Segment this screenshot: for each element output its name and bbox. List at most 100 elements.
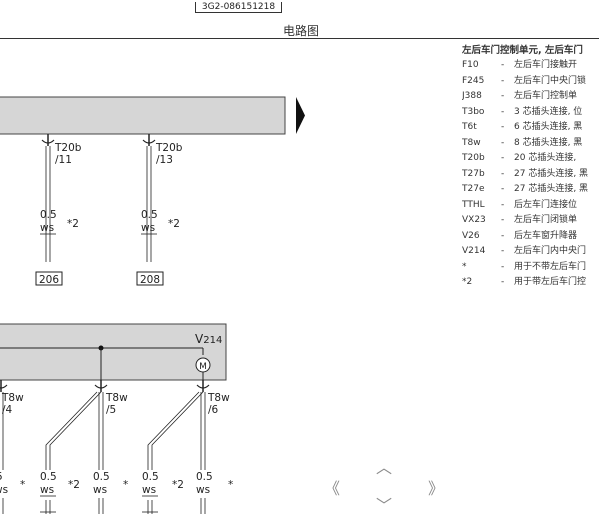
legend-code: T27b — [462, 168, 485, 179]
legend-code: T20b — [462, 153, 485, 163]
top-wire-1-size: 0.5 — [40, 209, 57, 221]
legend-separator: - — [501, 137, 505, 148]
legend-separator: - — [501, 106, 505, 117]
legend-description: 27 芯插头连接, 黑 — [514, 184, 589, 194]
legend-row: TTHL-后左车门连接位 — [462, 198, 599, 214]
legend-description: 后左车窗升降器 — [514, 230, 578, 241]
legend-description: 3 芯插头连接, 位 — [514, 106, 583, 117]
bottom-connector-3-pin: /6 — [208, 404, 219, 416]
ref-box-206[interactable] — [35, 271, 63, 286]
bottom-wire-4-color: ws — [142, 484, 156, 496]
legend-code: T27e — [462, 184, 485, 194]
legend-code: V214 — [462, 246, 486, 256]
legend-description: 6 芯插头连接, 黑 — [514, 122, 583, 132]
top-wire-2-size: 0.5 — [141, 209, 158, 221]
top-connector-1: T20b /11 0.5 ws *2 206 — [35, 134, 82, 286]
legend-row: T6t-6 芯插头连接, 黑 — [462, 120, 599, 136]
legend-row: F10-左后车门接触开 — [462, 58, 599, 74]
bottom-wire-3-note: * — [123, 479, 128, 491]
legend-row: * -用于不带左后车门 — [462, 260, 599, 276]
legend-code: T6t — [462, 122, 477, 132]
bottom-wire-2-size: 0.5 — [40, 471, 57, 483]
nav-down-icon[interactable]: ﹀ — [375, 496, 392, 515]
legend-row: T27e -27 芯插头连接, 黑 — [462, 182, 599, 198]
top-connector-1-name: T20b — [54, 142, 82, 154]
top-wire-2-note: *2 — [168, 218, 180, 230]
legend-code: VX23 — [462, 215, 486, 225]
legend-description: 27 芯插头连接, 黑 — [514, 168, 589, 179]
door-lock-unit-box — [0, 323, 227, 381]
bottom-connector-1: T8w /4 — [0, 380, 24, 470]
legend-separator: - — [501, 184, 505, 194]
legend-code: F10 — [462, 60, 479, 70]
ref-box-208[interactable] — [136, 271, 164, 286]
legend-description: 用于不带左后车门 — [514, 261, 587, 272]
legend-separator: - — [501, 277, 505, 287]
top-wire-2-color: ws — [141, 222, 155, 234]
document-id: 3G2-086151218 — [195, 2, 282, 13]
diagram-title: 电路图 — [283, 24, 320, 38]
legend-row: *2 -用于带左后车门控 — [462, 275, 599, 291]
legend-separator: - — [501, 261, 505, 272]
legend-code: *2 — [462, 277, 473, 287]
legend-description: 左后车门中央门锁 — [514, 75, 587, 86]
legend-row: T3bo -3 芯插头连接, 位 — [462, 105, 599, 121]
legend-separator: - — [501, 75, 505, 86]
legend-row: T27b-27 芯插头连接, 黑 — [462, 167, 599, 183]
bottom-wire-4-size: 0.5 — [142, 471, 159, 483]
nav-left-icon[interactable]: 《 — [323, 479, 340, 498]
legend-description: 左后车门内中央门 — [514, 246, 587, 256]
nav-right-icon[interactable]: 》 — [427, 479, 444, 498]
bottom-connector-2-name: T8w — [105, 392, 128, 404]
legend-row: V214 -左后车门内中央门 — [462, 244, 599, 260]
legend-code: * — [462, 261, 467, 272]
legend-description: 左后车门闭锁单 — [514, 215, 578, 225]
legend-description: 8 芯插头连接, 黑 — [514, 137, 583, 148]
top-wire-1-note: *2 — [67, 218, 79, 230]
bottom-connector-3-name: T8w — [207, 392, 230, 404]
legend-description: 20 芯插头连接, — [514, 153, 577, 163]
bottom-wire-3-color: ws — [93, 484, 107, 496]
legend-row: V26 -后左车窗升降器 — [462, 229, 599, 245]
legend-description: 左后车门控制单 — [514, 91, 578, 101]
bottom-connector-3: T8w /6 — [147, 380, 230, 470]
bottom-wire-1-color: ws — [0, 484, 8, 496]
legend-description: 用于带左后车门控 — [514, 277, 587, 287]
top-wire-1-color: ws — [40, 222, 54, 234]
legend-separator: - — [501, 199, 505, 210]
legend-row: F245 -左后车门中央门锁 — [462, 74, 599, 90]
bottom-connector-2: T8w /5 — [45, 380, 128, 470]
legend-code: F245 — [462, 75, 485, 86]
legend-row: T8w -8 芯插头连接, 黑 — [462, 136, 599, 152]
top-connector-1-pin: /11 — [55, 154, 72, 166]
legend-separator: - — [501, 246, 505, 256]
circuit-diagram: T20b /11 0.5 ws *2 206 T20b /13 0.5 ws *… — [0, 96, 305, 514]
legend-description: 后左车门连接位 — [514, 199, 578, 210]
bottom-wire-5-size: 0.5 — [196, 471, 213, 483]
bottom-wire-1-size: 5 — [0, 471, 3, 483]
bottom-wire-2-note: *2 — [68, 479, 80, 491]
nav-up-icon[interactable]: ︿ — [375, 458, 392, 477]
ref-box-208-label: 208 — [140, 274, 160, 286]
legend-title: 左后车门控制单元, 左后车门 — [462, 45, 583, 56]
legend-code: V26 — [462, 230, 480, 241]
legend-code: T3bo — [462, 106, 485, 117]
bottom-wire-stubs — [2, 498, 206, 514]
legend-separator: - — [501, 60, 505, 70]
top-connector-2: T20b /13 0.5 ws *2 208 — [136, 134, 183, 286]
bottom-wire-5-note: * — [228, 479, 233, 491]
motor-symbol: M — [199, 362, 207, 372]
legend-row: VX23-左后车门闭锁单 — [462, 213, 599, 229]
control-unit-box — [0, 96, 286, 135]
motor-label: V214 — [195, 332, 222, 346]
continue-arrow-icon[interactable] — [296, 97, 305, 134]
legend-code: T8w — [462, 137, 481, 148]
legend-separator: - — [501, 153, 505, 163]
bottom-connector-1-pin: /4 — [2, 404, 13, 416]
legend-code: J388 — [462, 91, 482, 101]
legend-row: J388 -左后车门控制单 — [462, 89, 599, 105]
legend-separator: - — [501, 91, 505, 101]
legend-separator: - — [501, 230, 505, 241]
